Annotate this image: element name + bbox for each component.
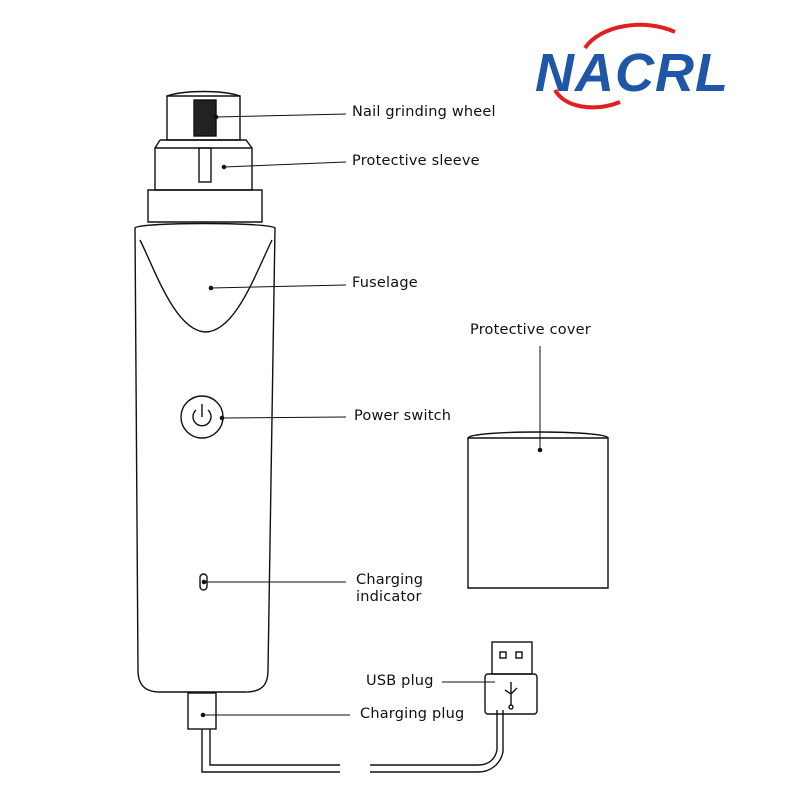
label-charging-indicator-2: indicator (356, 589, 422, 605)
usb-plug (484, 641, 538, 715)
nail-grinding-wheel (166, 90, 241, 141)
charging-plug (187, 692, 340, 773)
label-fuselage: Fuselage (352, 275, 418, 291)
label-protective-sleeve: Protective sleeve (352, 153, 480, 169)
label-usb-plug: USB plug (366, 673, 434, 689)
label-protective-cover: Protective cover (470, 322, 591, 338)
label-charging-indicator-1: Charging (356, 572, 424, 588)
label-nail-grinding-wheel: Nail grinding wheel (352, 104, 496, 120)
logo-swoosh (553, 22, 676, 110)
usb-icon (504, 682, 518, 710)
power-icon (192, 404, 212, 427)
brand-logo: NACRL (525, 20, 780, 110)
protective-cover (467, 431, 609, 589)
fuselage (134, 222, 276, 693)
logo-text: NACRL (535, 43, 729, 103)
label-power-switch: Power switch (354, 408, 452, 424)
cable (370, 710, 504, 773)
protective-sleeve (147, 139, 263, 223)
label-charging-plug: Charging plug (360, 706, 465, 722)
power-switch[interactable] (180, 395, 224, 439)
